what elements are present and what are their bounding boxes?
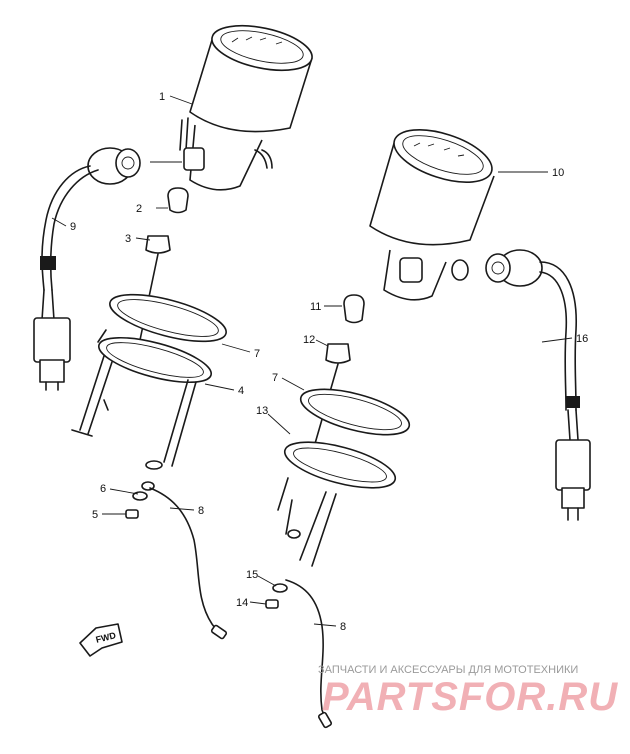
callout-3: 3 (125, 233, 131, 245)
left-hardware-and-cable (125, 481, 228, 640)
watermark-tagline: ЗАПЧАСТИ И АКСЕССУАРЫ ДЛЯ МОТОТЕХНИКИ (318, 664, 578, 676)
left-rings-and-bracket (71, 293, 227, 470)
right-meter-assembly (369, 129, 495, 301)
callout-14: 14 (236, 597, 248, 609)
callout-numbers: 1 2 3 4 5 6 7 7 8 8 9 10 11 12 13 14 15 … (70, 91, 588, 633)
callout-7-right: 7 (272, 372, 278, 384)
callout-8-right: 8 (340, 621, 346, 633)
callout-12: 12 (303, 334, 315, 346)
right-hardware-and-cable (265, 579, 333, 729)
right-rings-and-bracket (277, 388, 411, 567)
callout-5: 5 (92, 509, 98, 521)
callout-11: 11 (310, 301, 321, 313)
fwd-arrow: FWD (79, 623, 123, 657)
callout-1: 1 (159, 91, 165, 103)
left-meter-assembly (179, 24, 313, 191)
callout-8-left: 8 (198, 505, 204, 517)
left-bulb-and-socket (139, 187, 189, 341)
callout-16: 16 (576, 333, 588, 345)
callout-13: 13 (256, 405, 268, 417)
callout-6: 6 (100, 483, 106, 495)
left-meter-cable (33, 147, 141, 391)
callout-10: 10 (552, 167, 564, 179)
callout-2: 2 (136, 203, 142, 215)
callout-leaders (51, 95, 573, 627)
callout-9: 9 (70, 221, 76, 233)
fwd-label: FWD (95, 630, 118, 645)
callout-4: 4 (238, 385, 244, 397)
callout-7-left: 7 (254, 348, 260, 360)
watermark-logo: PARTSFOR.RU (322, 675, 618, 719)
right-meter-cable (485, 249, 591, 521)
watermark: ЗАПЧАСТИ И АКСЕССУАРЫ ДЛЯ МОТОТЕХНИКИ PA… (318, 664, 618, 719)
callout-15: 15 (246, 569, 258, 581)
